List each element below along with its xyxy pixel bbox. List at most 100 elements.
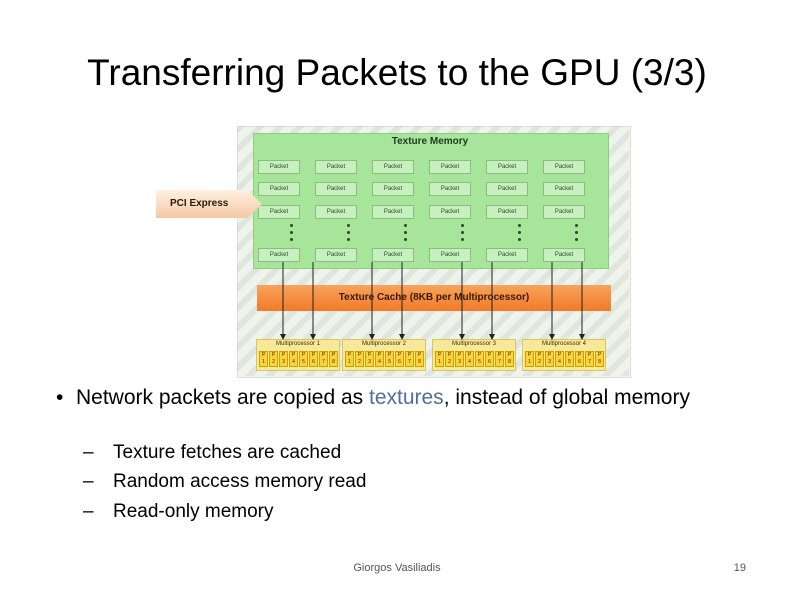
texture-memory-block xyxy=(253,133,609,269)
processor-cell: P 4 xyxy=(289,351,298,367)
processor-cell: P 6 xyxy=(575,351,584,367)
packet-cell: Packet xyxy=(372,160,414,174)
bullet-main-after: , instead of global memory xyxy=(443,386,690,409)
ellipsis-dot xyxy=(404,231,407,234)
texture-memory-label: Texture Memory xyxy=(391,136,469,147)
slide-title: Transferring Packets to the GPU (3/3) xyxy=(87,52,707,93)
processor-cell: P 3 xyxy=(365,351,374,367)
processor-cell: P 8 xyxy=(329,351,338,367)
multiprocessor-label: Multiprocessor 2 xyxy=(361,341,406,347)
packet-cell: Packet xyxy=(486,160,528,174)
ellipsis-dot xyxy=(461,224,464,227)
ellipsis-dot xyxy=(290,231,293,234)
processor-cell: P 1 xyxy=(345,351,354,367)
processor-cell: P 5 xyxy=(299,351,308,367)
packet-cell: Packet xyxy=(543,182,585,196)
packet-cell: Packet xyxy=(429,160,471,174)
ellipsis-dot xyxy=(290,238,293,241)
processor-cell: P 7 xyxy=(319,351,328,367)
ellipsis-dot xyxy=(575,224,578,227)
processor-cell: P 1 xyxy=(435,351,444,367)
packet-cell: Packet xyxy=(429,248,471,262)
ellipsis-dot xyxy=(575,231,578,234)
bullet-main-highlight: textures xyxy=(368,386,444,409)
ellipsis-dot xyxy=(404,224,407,227)
processor-cell: P 2 xyxy=(269,351,278,367)
processor-cell: P 8 xyxy=(505,351,514,367)
ellipsis-dot xyxy=(518,231,521,234)
ellipsis-dot xyxy=(290,224,293,227)
pci-express-label: PCI Express xyxy=(170,198,229,209)
packet-cell: Packet xyxy=(258,248,300,262)
processor-cell: P 5 xyxy=(475,351,484,367)
processor-cell: P 6 xyxy=(309,351,318,367)
processor-cell: P 1 xyxy=(525,351,534,367)
packet-cell: Packet xyxy=(372,182,414,196)
processor-cell: P 4 xyxy=(465,351,474,367)
ellipsis-dot xyxy=(461,238,464,241)
packet-cell: Packet xyxy=(258,160,300,174)
pci-express-arrow xyxy=(156,190,262,218)
packet-cell: Packet xyxy=(315,182,357,196)
packet-cell: Packet xyxy=(543,248,585,262)
processor-cell: P 5 xyxy=(565,351,574,367)
packet-cell: Packet xyxy=(486,182,528,196)
ellipsis-dot xyxy=(518,224,521,227)
ellipsis-dot xyxy=(461,231,464,234)
packet-cell: Packet xyxy=(258,205,300,219)
packet-cell: Packet xyxy=(543,160,585,174)
processor-cell: P 3 xyxy=(545,351,554,367)
ellipsis-dot xyxy=(575,238,578,241)
page-number: 19 xyxy=(733,562,746,574)
multiprocessor-label: Multiprocessor 1 xyxy=(275,341,320,347)
ellipsis-dot xyxy=(404,238,407,241)
sub-bullet-text: Random access memory read xyxy=(113,471,367,492)
ellipsis-dot xyxy=(347,231,350,234)
ellipsis-dot xyxy=(518,238,521,241)
processor-cell: P 7 xyxy=(585,351,594,367)
packet-cell: Packet xyxy=(258,182,300,196)
sub-bullet-text: Texture fetches are cached xyxy=(113,442,342,463)
packet-cell: Packet xyxy=(372,248,414,262)
bullet-main-text: Network packets are copied as textures, … xyxy=(76,385,746,410)
packet-cell: Packet xyxy=(315,248,357,262)
sub-bullet-dash: – xyxy=(83,442,94,463)
packet-cell: Packet xyxy=(315,160,357,174)
sub-bullet-dash: – xyxy=(83,471,94,492)
packet-cell: Packet xyxy=(486,248,528,262)
bullet-main-before: Network packets are copied as xyxy=(76,386,369,409)
processor-cell: P 5 xyxy=(385,351,394,367)
ellipsis-dot xyxy=(347,238,350,241)
processor-cell: P 3 xyxy=(455,351,464,367)
processor-cell: P 4 xyxy=(375,351,384,367)
packet-cell: Packet xyxy=(372,205,414,219)
processor-cell: P 6 xyxy=(395,351,404,367)
processor-cell: P 7 xyxy=(405,351,414,367)
slide-footer: Giorgos Vasiliadis xyxy=(353,562,441,574)
processor-cell: P 7 xyxy=(495,351,504,367)
packet-cell: Packet xyxy=(429,182,471,196)
ellipsis-dot xyxy=(347,224,350,227)
processor-cell: P 8 xyxy=(415,351,424,367)
processor-cell: P 6 xyxy=(485,351,494,367)
processor-cell: P 2 xyxy=(355,351,364,367)
multiprocessor-label: Multiprocessor 3 xyxy=(451,341,496,347)
processor-cell: P 8 xyxy=(595,351,604,367)
processor-cell: P 3 xyxy=(279,351,288,367)
processor-cell: P 2 xyxy=(445,351,454,367)
multiprocessor-label: Multiprocessor 4 xyxy=(541,341,586,347)
packet-cell: Packet xyxy=(315,205,357,219)
processor-cell: P 2 xyxy=(535,351,544,367)
processor-cell: P 1 xyxy=(259,351,268,367)
bullet-marker: • xyxy=(56,386,64,409)
packet-cell: Packet xyxy=(429,205,471,219)
packet-cell: Packet xyxy=(486,205,528,219)
processor-cell: P 4 xyxy=(555,351,564,367)
sub-bullet-text: Read-only memory xyxy=(113,501,274,522)
texture-cache-label: Texture Cache (8KB per Multiprocessor) xyxy=(338,292,530,303)
